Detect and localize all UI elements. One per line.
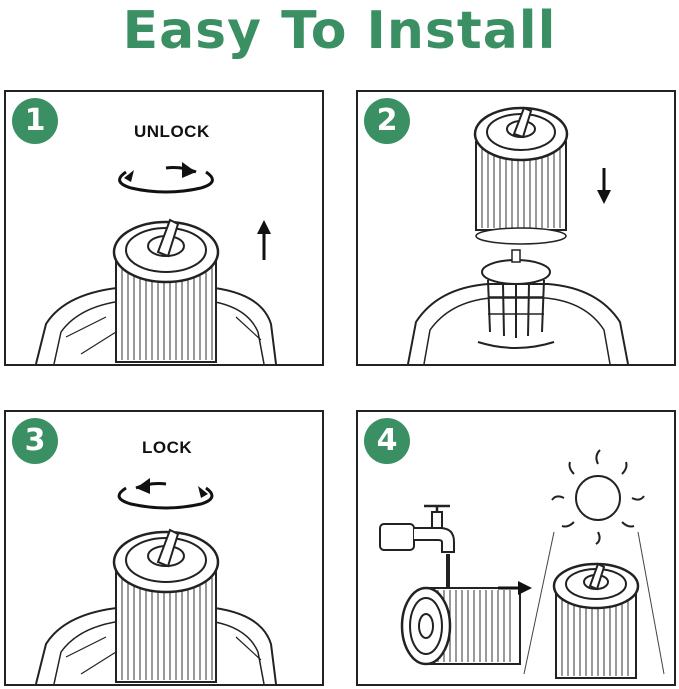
step-3-panel: 3 LOCK bbox=[4, 410, 324, 686]
step-1-label: UNLOCK bbox=[134, 122, 210, 141]
install-illustration bbox=[407, 106, 629, 364]
step-4-badge: 4 bbox=[364, 418, 410, 464]
step-3-label: LOCK bbox=[142, 438, 193, 457]
step-2-badge: 2 bbox=[364, 98, 410, 144]
step-1-badge: 1 bbox=[12, 98, 58, 144]
unlock-illustration bbox=[35, 162, 277, 364]
faucet-icon bbox=[379, 504, 455, 602]
step-2-panel: 2 bbox=[356, 90, 676, 366]
sun-icon bbox=[551, 449, 645, 545]
clean-and-dry-illustration bbox=[379, 449, 665, 679]
step-4-panel: 4 bbox=[356, 410, 676, 686]
page-title: Easy To Install bbox=[122, 1, 557, 61]
step-3-badge: 3 bbox=[12, 418, 58, 464]
lock-illustration bbox=[35, 478, 277, 684]
step-1-panel: 1 UNLOCK bbox=[4, 90, 324, 366]
